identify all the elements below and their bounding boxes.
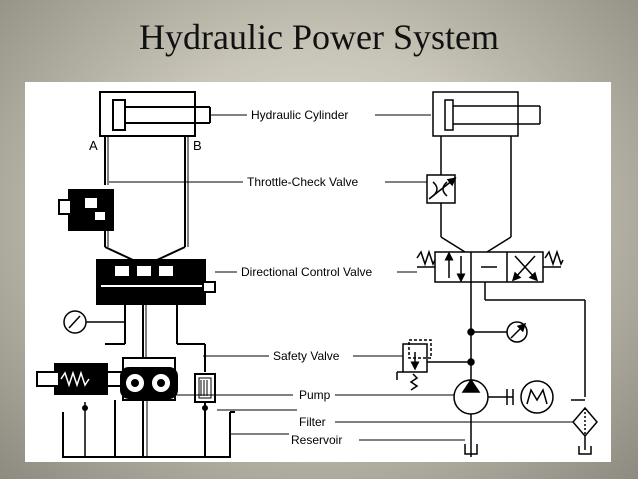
schematic-safety-valve: [396, 339, 471, 391]
schematic-throttle-valve: [426, 174, 457, 204]
cutaway-cylinder: [99, 91, 211, 137]
port-label-a: A: [89, 138, 98, 153]
schematic-directional-valve: [416, 249, 564, 283]
cutaway-gauge: [63, 310, 125, 334]
label-filter: Filter: [299, 415, 326, 429]
cutaway-filter: [194, 373, 216, 403]
slide-title: Hydraulic Power System: [139, 17, 499, 57]
label-directional-control-valve: Directional Control Valve: [241, 265, 372, 279]
label-hydraulic-cylinder: Hydraulic Cylinder: [251, 108, 348, 122]
cutaway-pump: [120, 357, 178, 401]
port-label-b: B: [193, 138, 202, 153]
cutaway-throttle-valve: [58, 189, 114, 247]
cutaway-directional-valve: [96, 259, 216, 305]
cutaway-reservoir: [62, 400, 235, 458]
hydraulic-diagram: A B: [36, 91, 598, 458]
schematic-drawing: [396, 91, 598, 457]
schematic-motor: [520, 380, 554, 414]
schematic-cylinder: [432, 91, 541, 137]
diagram-panel: A B: [25, 82, 611, 462]
schematic-gauge: [506, 321, 528, 343]
schematic-filter: [572, 406, 598, 450]
schematic-reservoir: [464, 399, 592, 455]
cutaway-safety-valve: [36, 363, 123, 395]
cutaway-drawing: [36, 91, 235, 458]
schematic-pump: [453, 378, 514, 415]
leader-lines: [109, 114, 573, 441]
label-safety-valve: Safety Valve: [273, 349, 340, 363]
label-pump: Pump: [299, 388, 331, 402]
label-throttle-check-valve: Throttle-Check Valve: [247, 175, 358, 189]
component-labels: Hydraulic Cylinder Throttle-Check Valve …: [241, 108, 372, 447]
label-reservoir: Reservoir: [291, 433, 342, 447]
